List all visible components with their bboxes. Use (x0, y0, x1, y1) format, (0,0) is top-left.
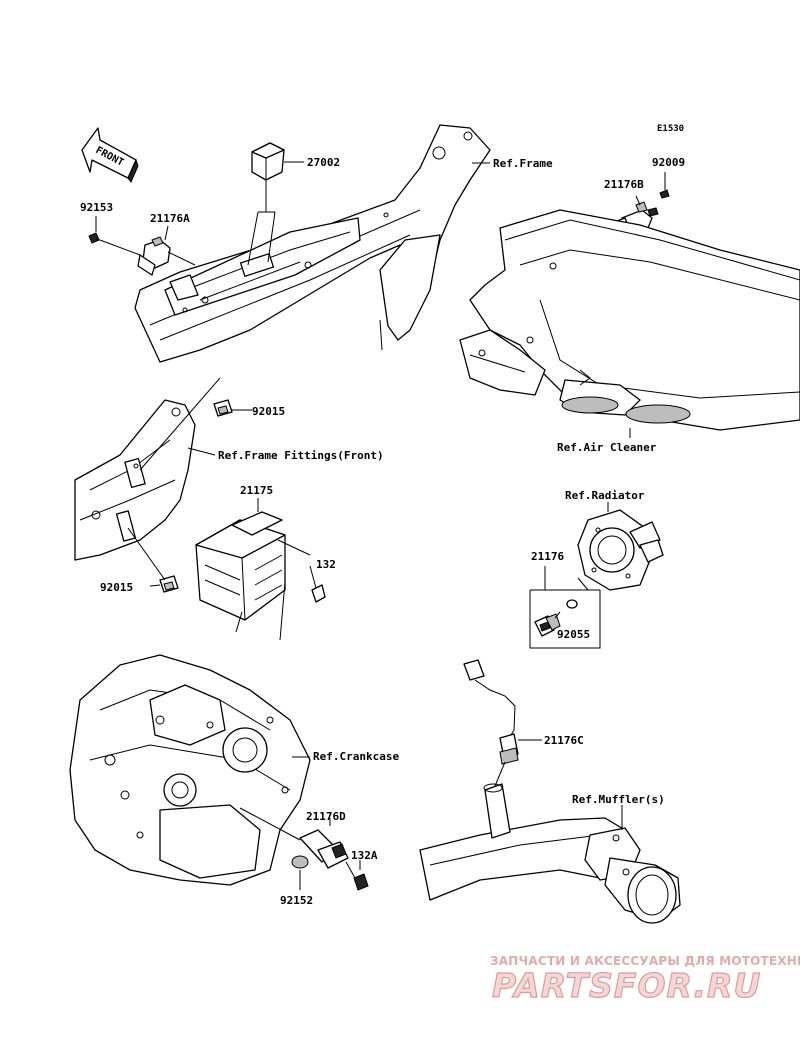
label-21176D: 21176D (306, 810, 346, 823)
label-21176C: 21176C (544, 734, 584, 747)
label-92055: 92055 (557, 628, 590, 641)
label-21176B: 21176B (604, 178, 644, 191)
crankcase-illustration (69, 654, 311, 886)
label-ref-crankcase: Ref.Crankcase (313, 750, 399, 763)
front-arrow-icon: FRONT (81, 127, 139, 183)
sensor-21176A (99, 236, 196, 276)
washer-92152 (291, 855, 309, 890)
label-92015-top: 92015 (252, 405, 285, 418)
nut-92015-top (139, 377, 252, 471)
watermark-tagline: ЗАПЧАСТИ И АКСЕССУАРЫ ДЛЯ МОТОТЕХНИКИ (490, 954, 800, 968)
sensor-21176C (463, 659, 542, 787)
label-21175: 21175 (240, 484, 273, 497)
watermark: ЗАПЧАСТИ И АКСЕССУАРЫ ДЛЯ МОТОТЕХНИКИ PA… (490, 954, 800, 1006)
nut-92015-bottom (127, 527, 179, 593)
label-ref-mufflers: Ref.Muffler(s) (572, 793, 665, 806)
label-ref-radiator: Ref.Radiator (565, 489, 645, 502)
label-92153: 92153 (80, 201, 113, 214)
bolt-132A (345, 860, 369, 891)
label-ref-air-cleaner: Ref.Air Cleaner (557, 441, 657, 454)
radiator-illustration (577, 509, 664, 591)
label-92015-bottom: 92015 (100, 581, 133, 594)
label-92152: 92152 (280, 894, 313, 907)
diagram-code: E1530 (657, 124, 684, 134)
label-21176: 21176 (531, 550, 564, 563)
label-132: 132 (316, 558, 336, 571)
label-ref-frame-fittings: Ref.Frame Fittings(Front) (218, 449, 384, 462)
label-27002: 27002 (307, 156, 340, 169)
label-132A: 132A (351, 849, 378, 862)
frame-fittings-illustration (74, 399, 196, 561)
label-21176A: 21176A (150, 212, 190, 225)
sensor-21176 (529, 577, 601, 649)
label-92009: 92009 (652, 156, 685, 169)
muffler-illustration (419, 783, 681, 924)
frame-illustration (134, 124, 491, 363)
ecu-21175 (195, 511, 311, 641)
sensor-21176D (239, 807, 349, 869)
bolt-132 (309, 565, 326, 603)
relay-27002 (247, 142, 304, 266)
bolt-92153 (88, 232, 100, 244)
label-ref-frame: Ref.Frame (493, 157, 553, 170)
watermark-logo: PARTSFOR.RU (492, 966, 761, 1005)
air-cleaner-illustration (459, 209, 800, 431)
